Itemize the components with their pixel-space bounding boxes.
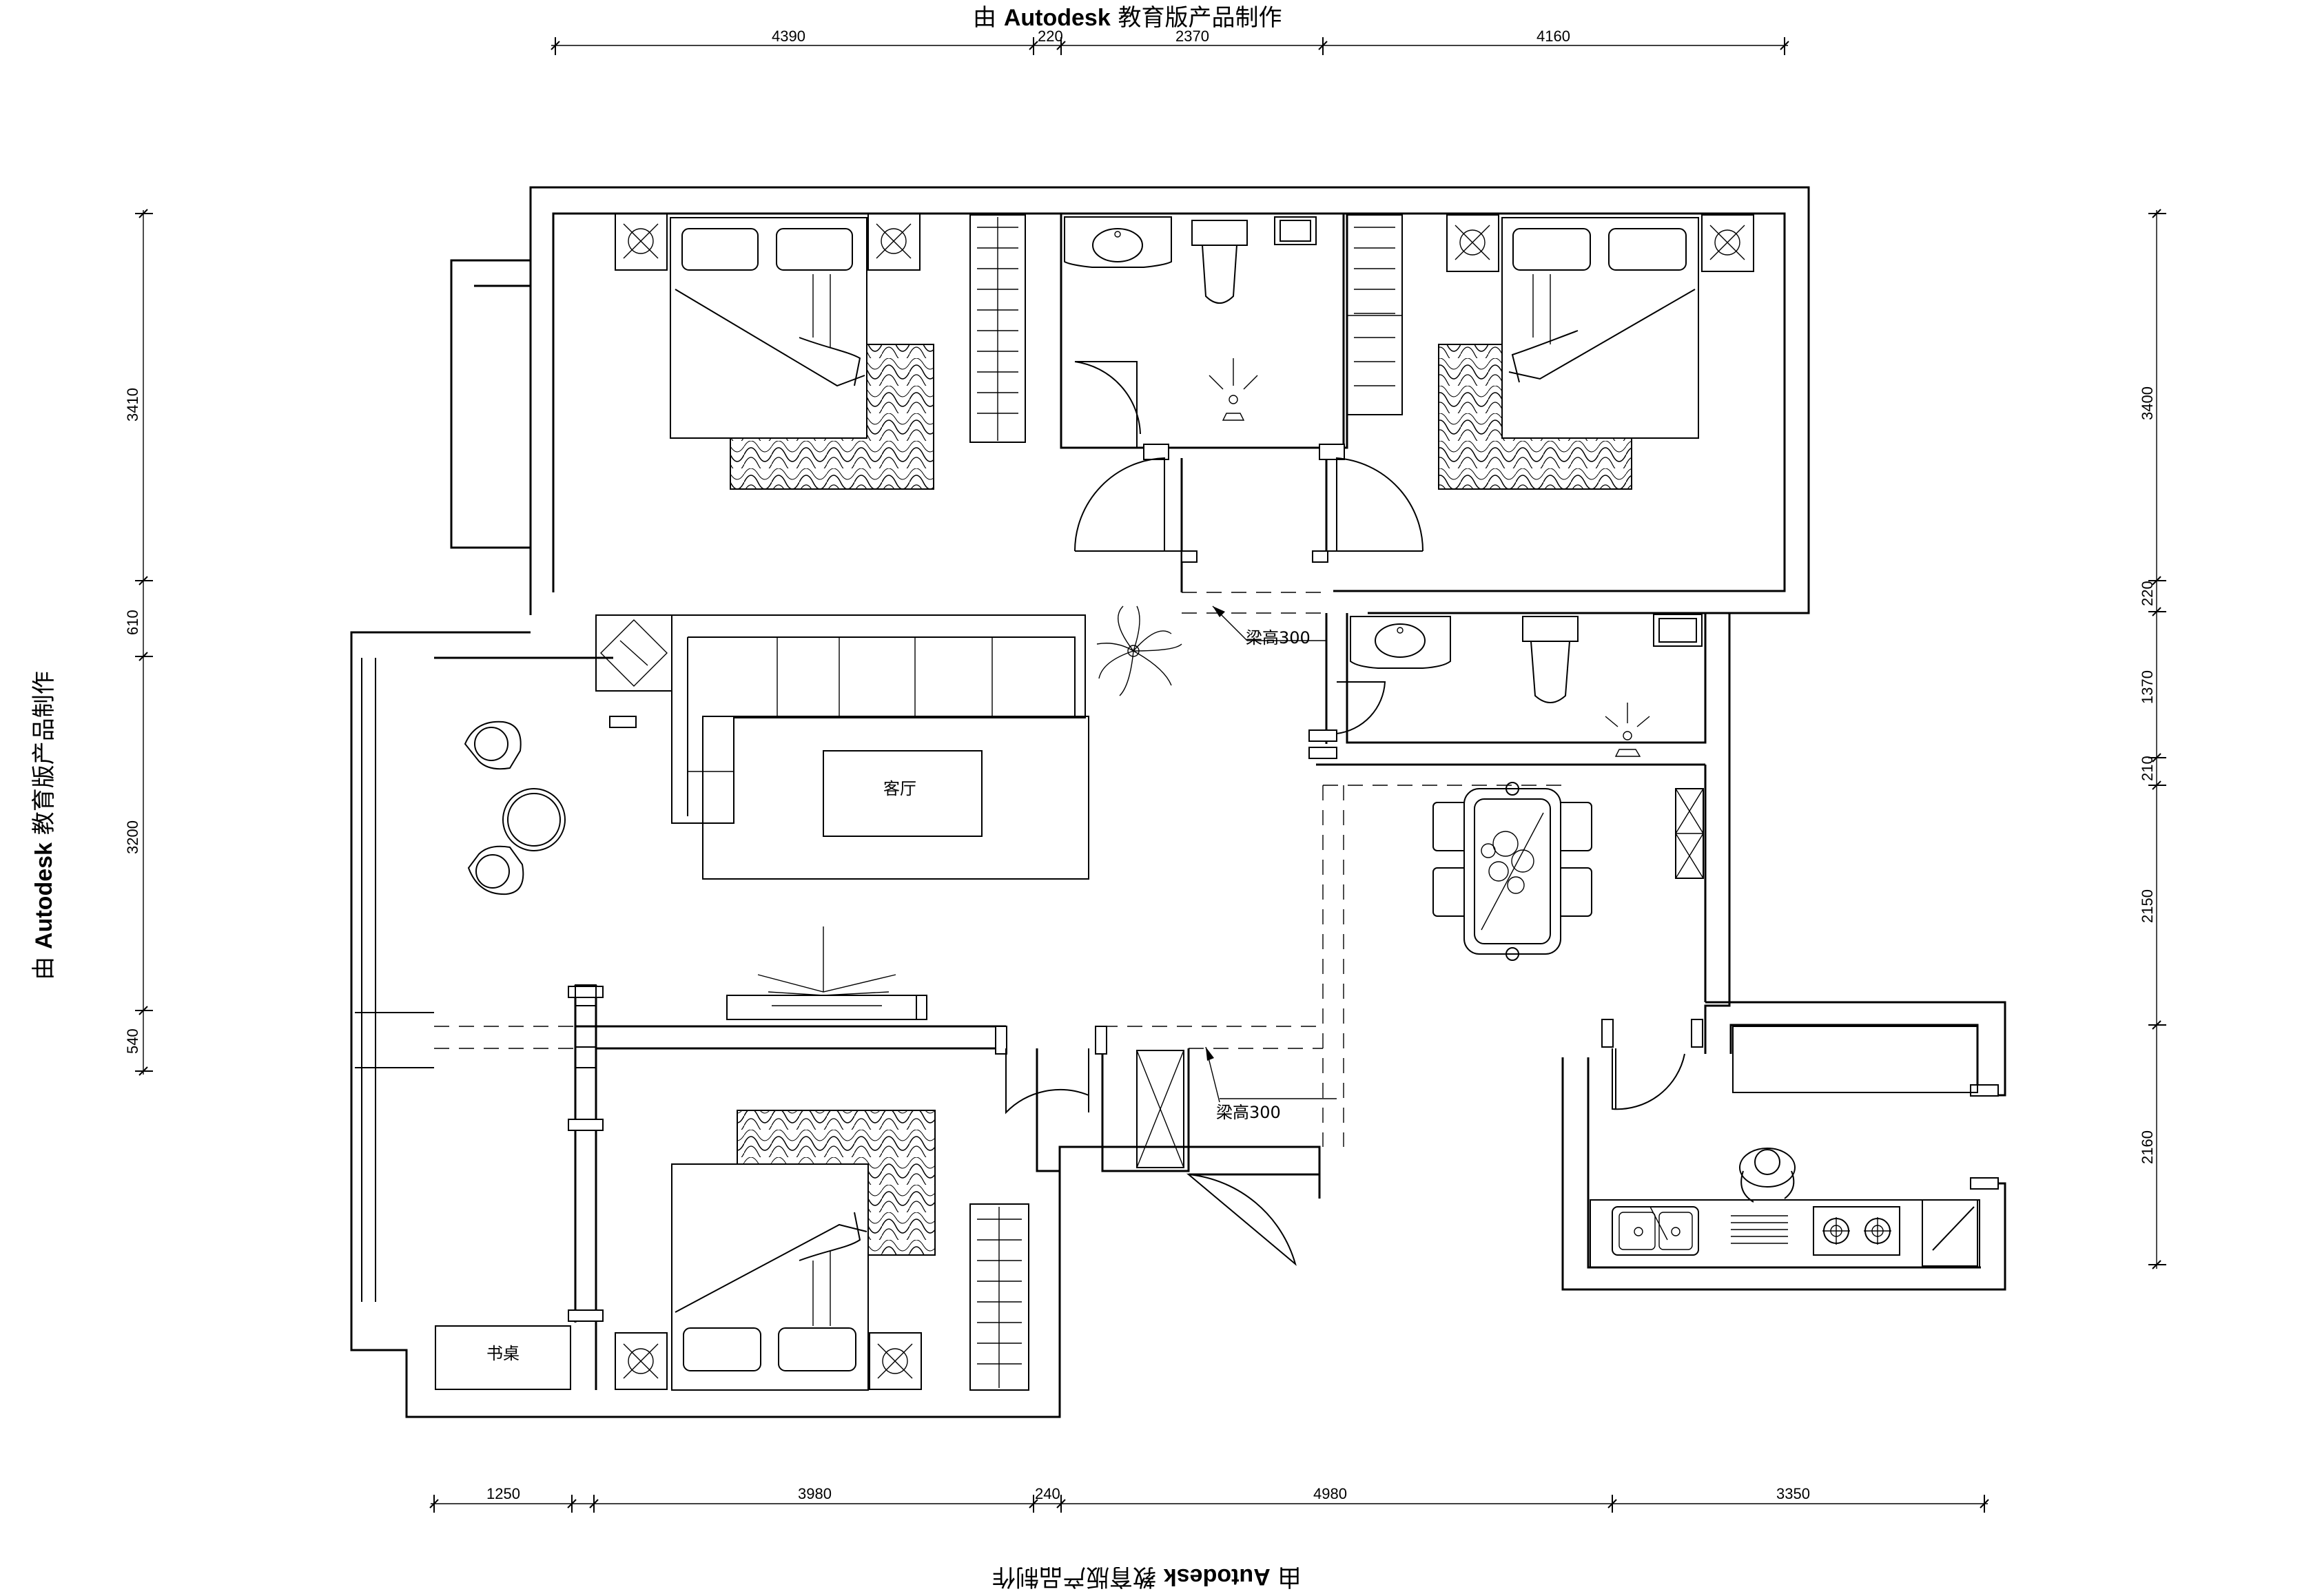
watermark-top: 由 Autodesk 教育版产品制作: [973, 0, 1282, 32]
dim-right-3: 1370: [2139, 670, 2156, 704]
dim-bottom-1: 1250: [486, 1485, 520, 1502]
watermark-suffix: 教育版产品制作: [1118, 4, 1282, 32]
shower-head: [1209, 358, 1258, 421]
sink: [1092, 228, 1143, 262]
exterior-walls: [350, 186, 2006, 1418]
kitchen-sink: [1612, 1206, 1699, 1256]
bathroom-second: [1350, 614, 1703, 757]
dim-right-1: 3400: [2139, 386, 2156, 420]
dim-top-4: 4160: [1537, 28, 1570, 45]
dimension-bottom: 1250 3980 240 4980 3350: [429, 1485, 1989, 1513]
centerpiece: [1481, 831, 1534, 894]
wardrobe: [969, 214, 1026, 443]
dim-bottom-5: 3350: [1776, 1485, 1810, 1502]
kitchen-counter: [1590, 1199, 1980, 1268]
sofa: [671, 614, 1086, 824]
shaft: [1136, 1050, 1184, 1168]
coffee-table: [823, 750, 983, 837]
dimension-right: 3400 220 1370 210 2150 2160: [2139, 209, 2166, 1269]
watermark-brand: Autodesk: [1003, 5, 1111, 31]
beam-annotations: 梁高300 梁高300: [1205, 605, 1337, 1122]
gas-stove: [1813, 1206, 1900, 1256]
dim-top-2: 220: [1038, 28, 1063, 45]
living-room: 客厅: [464, 605, 1182, 1068]
dim-right-5: 2150: [2139, 889, 2156, 923]
interior-walls: [568, 214, 1999, 1390]
dim-bottom-2: 3980: [798, 1485, 832, 1502]
bathroom-top: [1064, 216, 1317, 421]
dashed-openings: [434, 592, 1563, 1147]
vanity: [1064, 216, 1172, 268]
beam-label-upper: 梁高300: [1246, 628, 1311, 647]
dim-bottom-3: 240: [1035, 1485, 1060, 1502]
kitchen: [1590, 1026, 1980, 1268]
dim-right-6: 2160: [2139, 1130, 2156, 1164]
dim-left-4: 540: [124, 1028, 141, 1054]
nightstand-left: [615, 213, 668, 271]
dim-right-4: 210: [2139, 756, 2156, 781]
dim-left-2: 610: [124, 610, 141, 635]
bedroom-bottom: 书桌: [486, 1050, 1184, 1391]
tv-cabinet: [726, 926, 927, 1020]
toilet: [1201, 245, 1238, 304]
dimension-left: 3410 610 3200 540: [124, 209, 153, 1076]
nightstand-right: [867, 213, 921, 271]
wardrobe-right: [1346, 214, 1403, 415]
toilet-tank: [1191, 220, 1248, 246]
desk-label: 书桌: [486, 1344, 520, 1363]
plant: [1096, 605, 1182, 696]
dimension-top: 4390 220 2370 4160: [551, 28, 1789, 55]
watermark-prefix: 由: [973, 4, 996, 32]
lounge-chairs: [464, 721, 566, 895]
dim-bottom-4: 4980: [1313, 1485, 1347, 1502]
dim-left-1: 3410: [124, 388, 141, 422]
dim-left-3: 3200: [124, 820, 141, 854]
doors: [1005, 361, 1685, 1266]
wardrobe-bottom: [969, 1203, 1029, 1391]
living-room-label: 客厅: [883, 779, 916, 798]
dining-area: [1432, 782, 1704, 961]
column-left: [575, 984, 597, 1068]
bedroom-top-left: [615, 213, 1026, 490]
dim-right-2: 220: [2139, 581, 2156, 606]
bedroom-top-right: [1346, 214, 1754, 490]
dim-top-1: 4390: [772, 28, 805, 45]
dim-top-3: 2370: [1175, 28, 1209, 45]
person-figure: [1739, 1148, 1796, 1203]
beam-label-lower: 梁高300: [1216, 1103, 1281, 1122]
area-rug: [702, 716, 1089, 880]
